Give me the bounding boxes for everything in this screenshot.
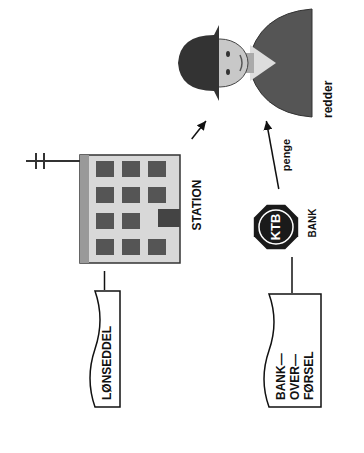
node-text: redder (322, 0, 338, 121)
window (96, 187, 114, 203)
connector-arrow (266, 121, 278, 189)
station-node: STATION (72, 139, 207, 271)
door (158, 209, 180, 227)
connector-line (291, 257, 293, 293)
connector-arrow (192, 121, 206, 139)
mouth (240, 55, 242, 71)
node-text: LØNSEDDEL (101, 326, 115, 400)
rescuer-portrait (178, 9, 312, 117)
eye (226, 69, 230, 75)
building-wall (80, 155, 180, 263)
window (148, 239, 166, 255)
logo-ring (259, 210, 293, 244)
edge-label: penge (280, 137, 292, 173)
window (122, 187, 140, 203)
building-roof (80, 155, 89, 263)
antenna (26, 160, 80, 162)
logo-letters: KTB (269, 214, 283, 241)
bank-logo (254, 205, 298, 249)
window (96, 213, 114, 229)
window (96, 161, 114, 177)
window (148, 161, 166, 177)
node-text: BANK (307, 189, 321, 257)
window (148, 187, 166, 203)
helmet (178, 25, 219, 101)
antenna (43, 153, 45, 169)
station-building (26, 153, 180, 263)
connector-line (104, 271, 106, 290)
node-text: STATION (191, 139, 207, 271)
shoulders (248, 9, 312, 117)
rescuer-node: redder (172, 0, 338, 121)
logo-octagon (254, 205, 298, 249)
window (122, 239, 140, 255)
node-text: BANK— OVER— FØRSEL (275, 351, 316, 400)
document-box: BANK— OVER— FØRSEL (262, 293, 322, 408)
bank-node: BANK (250, 189, 320, 257)
eye (226, 51, 230, 57)
window (122, 161, 140, 177)
window (96, 239, 114, 255)
document-outline (264, 294, 321, 407)
antenna (35, 153, 37, 169)
window (122, 213, 140, 229)
document-box: LØNSEDDEL (88, 290, 121, 408)
document-outline (90, 291, 120, 407)
